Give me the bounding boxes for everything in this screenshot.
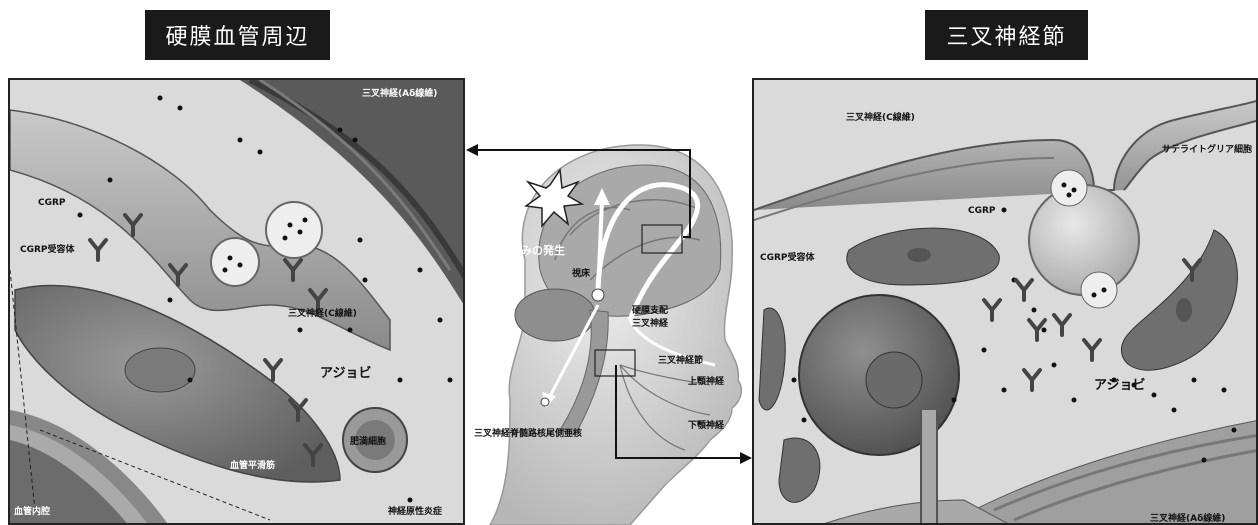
label-maxillary-nerve: 上顎神経 xyxy=(688,374,724,387)
right-panel-trigeminal-ganglion: 三叉神経(C線維) サテライトグリア細胞 CGRP CGRP受容体 アジョビ 三… xyxy=(752,78,1258,525)
label-ajovy-right: アジョビ xyxy=(1094,374,1145,393)
label-smooth-muscle: 血管平滑筋 xyxy=(230,458,275,471)
label-trigeminal-c-right: 三叉神経(C線維) xyxy=(846,110,915,123)
label-trigeminal-a-delta-right: 三叉神経(Aδ線維) xyxy=(1150,511,1225,524)
label-dura-trigeminal-1: 硬膜支配 xyxy=(632,303,668,316)
head-diagram xyxy=(470,140,760,525)
label-cgrp-left: CGRP xyxy=(38,198,66,208)
left-panel-title: 硬膜血管周辺 xyxy=(145,10,330,60)
label-cgrp-right: CGRP xyxy=(968,206,996,216)
label-dura-trigeminal-2: 三叉神経 xyxy=(632,316,668,329)
left-panel-dura-vessel: 三叉神経(Aδ線維) CGRP CGRP受容体 三叉神経(C線維) アジョビ 肥… xyxy=(8,78,465,525)
label-trigeminal-c-left: 三叉神経(C線維) xyxy=(288,306,357,319)
label-cgrp-receptor-left: CGRP受容体 xyxy=(20,242,75,255)
right-panel-title: 三叉神経節 xyxy=(925,10,1088,60)
label-mast-cell: 肥満細胞 xyxy=(350,434,386,447)
label-ajovy-left: アジョビ xyxy=(320,362,371,381)
label-cgrp-receptor-right: CGRP受容体 xyxy=(760,250,815,263)
label-trigeminal-a-delta-left: 三叉神経(Aδ線維) xyxy=(362,86,437,99)
center-head-illustration: 痛みの発生 視床 硬膜支配 三叉神経 三叉神経節 上顎神経 下顎神経 三叉神経脊… xyxy=(470,140,760,525)
label-trigeminal-ganglion: 三叉神経節 xyxy=(658,353,703,366)
label-pain-onset: 痛みの発生 xyxy=(510,242,565,258)
label-mandibular-nerve: 下顎神経 xyxy=(688,418,724,431)
label-vessel-lumen: 血管内腔 xyxy=(14,504,50,517)
label-neurogenic-inflammation: 神経原性炎症 xyxy=(388,504,442,517)
label-thalamus: 視床 xyxy=(572,266,590,279)
label-spinal-trigeminal-nucleus: 三叉神経脊髄路核尾側亜核 xyxy=(474,426,582,439)
label-satellite-glia: サテライトグリア細胞 xyxy=(1162,142,1252,155)
